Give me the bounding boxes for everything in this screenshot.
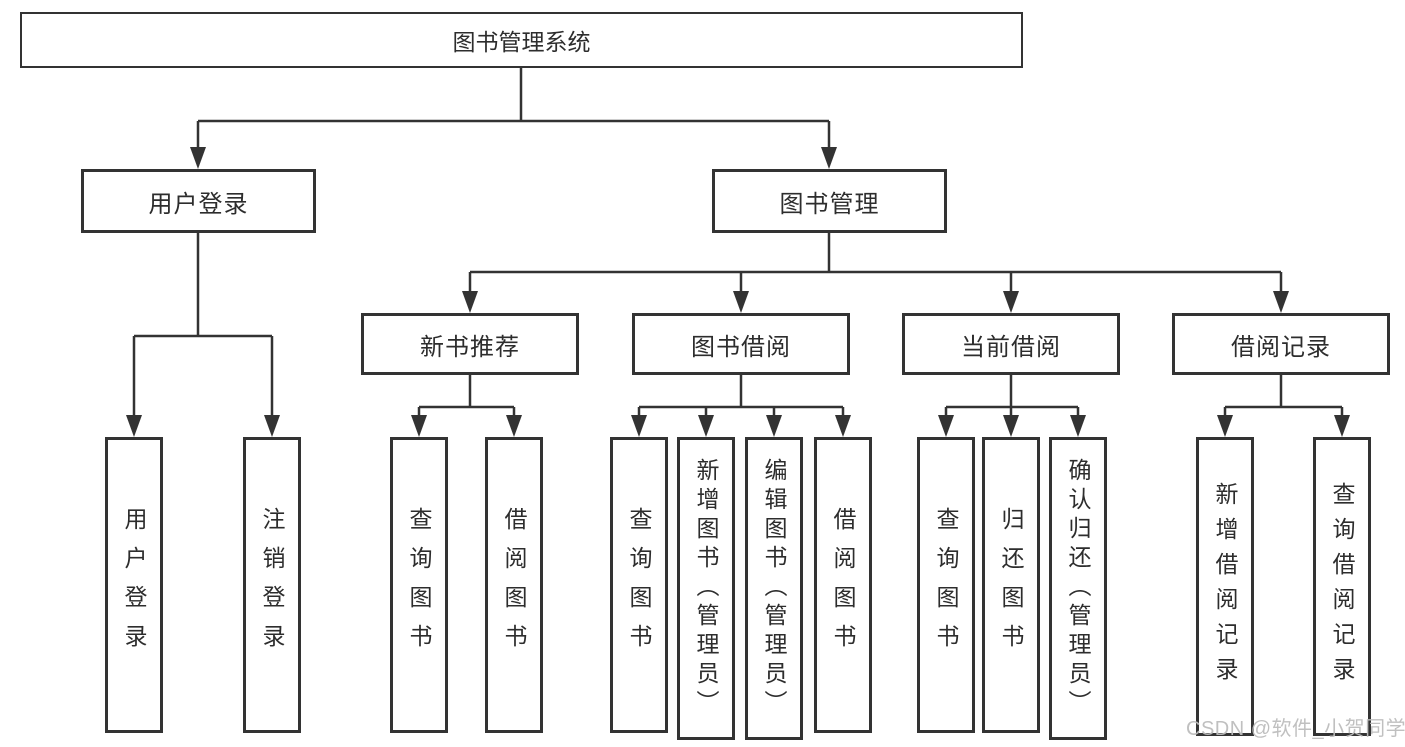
node-library-management-system: 图书管理系统 (20, 12, 1023, 68)
leaf-add-borrow-record: 新增借阅记录 (1196, 437, 1254, 736)
node-book-management-branch: 图书管理 (712, 169, 947, 233)
node-label: 新书推荐 (420, 333, 520, 361)
leaf-query-books-recommend: 查询图书 (390, 437, 448, 733)
leaf-logout: 注销登录 (243, 437, 301, 733)
node-label: 图书管理系统 (452, 29, 591, 55)
node-label: 图书借阅 (691, 333, 791, 361)
leaf-query-books-current: 查询图书 (917, 437, 975, 733)
leaf-edit-books-admin: 编辑图书（管理员） (745, 437, 803, 740)
node-borrow-records: 借阅记录 (1172, 313, 1390, 375)
leaf-label: 新增借阅记录 (1212, 481, 1238, 692)
node-label: 当前借阅 (961, 333, 1061, 361)
node-user-login-branch: 用户登录 (81, 169, 316, 233)
node-new-book-recommend: 新书推荐 (361, 313, 579, 375)
leaf-label: 新增图书（管理员） (693, 458, 719, 719)
leaf-label: 注销登录 (259, 507, 285, 663)
leaf-add-books-admin: 新增图书（管理员） (677, 437, 735, 740)
leaf-return-books: 归还图书 (982, 437, 1040, 733)
leaf-query-books-borrow: 查询图书 (610, 437, 668, 733)
node-current-borrow: 当前借阅 (902, 313, 1120, 375)
leaf-borrow-books-recommend: 借阅图书 (485, 437, 543, 733)
leaf-borrow-books: 借阅图书 (814, 437, 872, 733)
node-label: 借阅记录 (1231, 333, 1331, 361)
leaf-query-borrow-record: 查询借阅记录 (1313, 437, 1371, 736)
leaf-label: 用户登录 (121, 507, 147, 663)
leaf-label: 查询借阅记录 (1329, 481, 1355, 692)
leaf-label: 查询图书 (406, 507, 432, 663)
leaf-label: 确认归还（管理员） (1065, 458, 1091, 719)
leaf-user-login: 用户登录 (105, 437, 163, 733)
csdn-watermark: CSDN @软件_小贺同学 (1186, 718, 1405, 740)
leaf-label: 借阅图书 (501, 507, 527, 663)
leaf-label: 归还图书 (998, 507, 1024, 663)
leaf-confirm-return-admin: 确认归还（管理员） (1049, 437, 1107, 740)
leaf-label: 借阅图书 (830, 507, 856, 663)
leaf-label: 编辑图书（管理员） (761, 458, 787, 719)
leaf-label: 查询图书 (626, 507, 652, 663)
leaf-label: 查询图书 (933, 507, 959, 663)
node-label: 图书管理 (779, 190, 880, 218)
node-book-borrow: 图书借阅 (632, 313, 850, 375)
node-label: 用户登录 (148, 190, 249, 218)
